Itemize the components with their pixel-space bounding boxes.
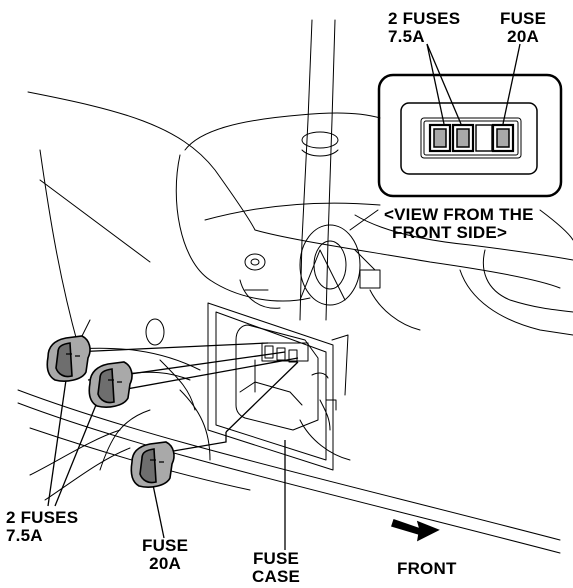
- wire-right: [539, 209, 573, 241]
- wire-harness: [39, 149, 79, 346]
- label-fuse-case: FUSE CASE: [252, 549, 301, 586]
- label-bottom-fuse-20a: FUSE 20A: [142, 536, 189, 573]
- inset-view-box: [377, 73, 563, 198]
- leader-lines: [47, 43, 521, 550]
- label-left-2-fuses-7-5a: 2 FUSES 7.5A: [6, 508, 79, 545]
- label-inset-fuse-20a: FUSE 20A: [500, 9, 547, 46]
- fuse-7-5a-upper: [46, 335, 91, 382]
- inset-fuses: [428, 123, 515, 153]
- bracket-knob: [239, 253, 281, 309]
- label-front: FRONT: [397, 559, 457, 578]
- fuse-20a-loose: [130, 441, 175, 488]
- arrow-right-down-icon: [391, 519, 440, 542]
- steering-column: [299, 19, 381, 321]
- fuse-case-plate: [207, 302, 349, 471]
- label-view-from-front-side: <VIEW FROM THE FRONT SIDE>: [384, 205, 534, 242]
- label-inset-2-fuses-7-5a: 2 FUSES 7.5A: [388, 9, 461, 46]
- dashboard-outline: [27, 91, 573, 336]
- fuse-7-5a-lower: [88, 361, 133, 408]
